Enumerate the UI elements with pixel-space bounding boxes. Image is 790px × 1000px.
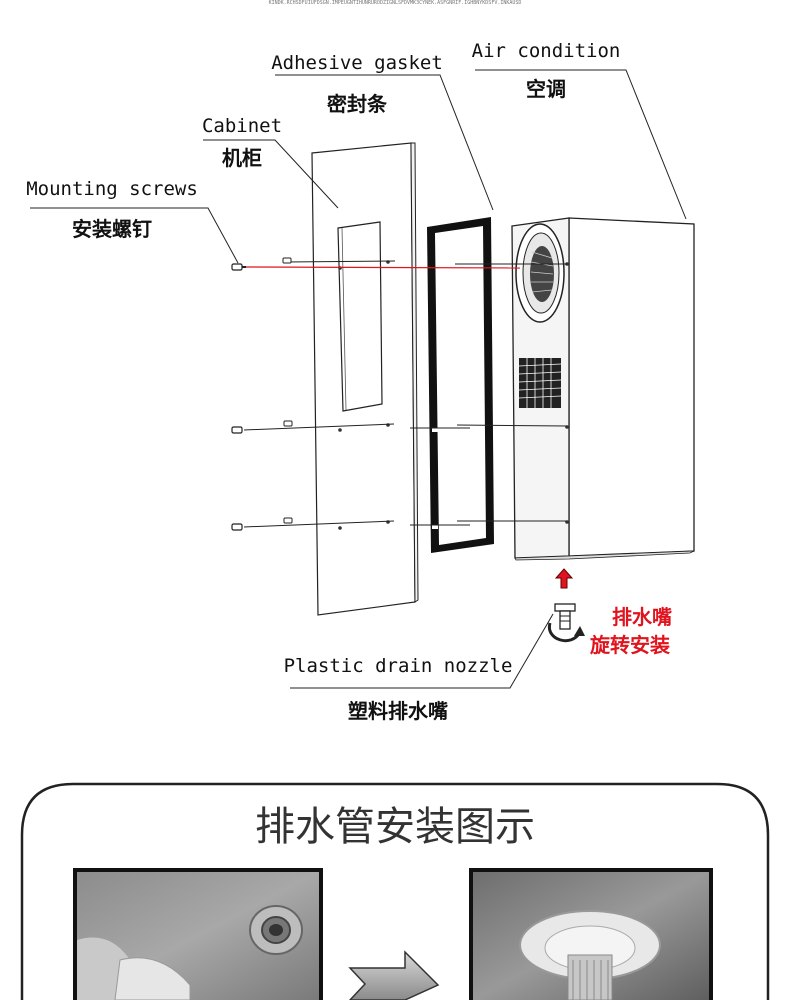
air-condition-label: Air condition: [472, 40, 621, 62]
drain-install-panel: 排水管安装图示: [20, 782, 770, 1000]
air-condition-label-cn: 空调: [526, 77, 566, 101]
adhesive-gasket: [427, 217, 494, 553]
screw-row-top: [231, 257, 567, 271]
header-fine-print: KINDK.RCHSDFUIUFDSGN.IMPEUGNTIHUNRURODZI…: [269, 0, 522, 6]
cabinet-panel: [311, 142, 419, 616]
drain-nozzle-label-cn: 塑料排水嘴: [348, 699, 448, 723]
panel-title: 排水管安装图示: [255, 804, 535, 850]
drain-note-line1: 排水嘴: [612, 605, 672, 629]
next-step-arrow-icon: [348, 950, 440, 1000]
air-conditioner-unit: [511, 217, 695, 561]
gasket-label-cn: 密封条: [327, 92, 388, 116]
cabinet-label-cn: 机柜: [222, 146, 262, 170]
cabinet-label: Cabinet: [202, 115, 282, 137]
screws-label-cn: 安装螺钉: [72, 217, 152, 241]
screws-label: Mounting screws: [26, 178, 198, 200]
callout-lines: [30, 69, 687, 689]
screw-row-middle: [231, 420, 568, 434]
drain-nozzle-label: Plastic drain nozzle: [284, 655, 513, 677]
drain-arrow-icon: [554, 568, 574, 589]
photo-before: [73, 868, 323, 1000]
photo-after: [469, 868, 713, 1000]
gasket-label: Adhesive gasket: [271, 52, 443, 74]
screw-row-bottom: [231, 517, 567, 531]
drain-nozzle-icon: [548, 603, 585, 643]
drain-note-line2: 旋转安装: [589, 633, 670, 657]
